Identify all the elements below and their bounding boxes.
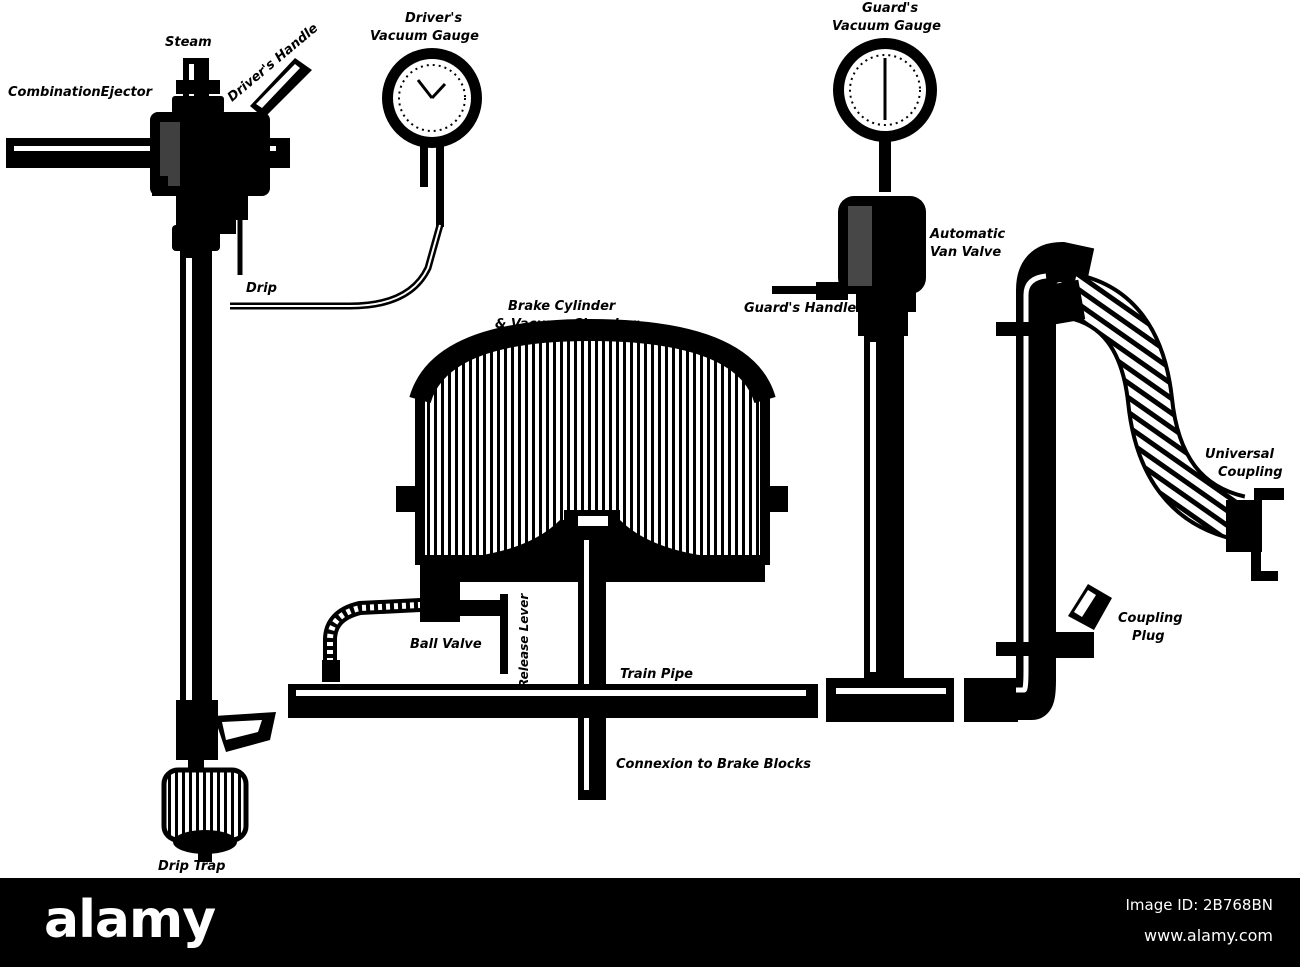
ball-valve [322, 582, 504, 682]
label-drivers-gauge-line1: Driver's [405, 11, 462, 26]
bent-pipe [996, 241, 1095, 720]
drip-trap [161, 752, 249, 862]
label-guards-gauge-line1: Guard's [862, 1, 918, 16]
van-valve-pipe [858, 308, 908, 684]
label-automatic-line1: Automatic [929, 227, 1005, 242]
label-universal-line1: Universal [1205, 447, 1274, 462]
label-brake-cylinder-line2: & Vacuum Chamber [495, 317, 640, 332]
guards-handle [772, 282, 864, 300]
label-guards-gauge-line2: Vacuum Gauge [832, 19, 941, 34]
image-id-text: Image ID: 2B768BN [1125, 896, 1273, 914]
brake-rod [578, 530, 606, 800]
train-pipe [288, 678, 1018, 722]
label-drip: Drip [246, 281, 277, 296]
drivers-vacuum-gauge [382, 48, 482, 227]
release-lever [500, 594, 508, 674]
coupling-plug [1068, 584, 1112, 630]
label-steam: Steam [165, 35, 212, 50]
alamy-logo: alamy [44, 890, 216, 950]
label-universal-line2: Coupling [1218, 465, 1283, 480]
label-drivers-gauge-line2: Vacuum Gauge [370, 29, 479, 44]
label-release-lever: Release Lever [517, 593, 531, 688]
label-ball-valve: Ball Valve [410, 637, 482, 652]
drivers-handle [250, 58, 312, 118]
label-coupling-plug-line1: Coupling [1118, 611, 1183, 626]
label-drip-trap: Drip Trap [158, 859, 225, 874]
combination-ejector [6, 58, 290, 275]
label-brake-cylinder-line1: Brake Cylinder [508, 299, 617, 314]
vacuum-brake-diagram: Steam Driver's Handle CombinationEjector… [6, 1, 1284, 874]
site-url-text: www.alamy.com [1144, 926, 1273, 945]
diagram-area: Steam Driver's Handle CombinationEjector… [6, 1, 1284, 874]
drip-pipe [172, 225, 276, 760]
label-connexion: Connexion to Brake Blocks [616, 757, 811, 772]
label-automatic-line2: Van Valve [930, 245, 1001, 260]
automatic-van-valve [838, 196, 926, 312]
guards-vacuum-gauge [833, 38, 937, 192]
label-train-pipe: Train Pipe [620, 667, 693, 682]
label-coupling-plug-line2: Plug [1132, 629, 1165, 644]
flexible-hose [1048, 272, 1247, 542]
label-guards-handle: Guard's Handle [744, 301, 856, 316]
label-combination-ejector: CombinationEjector [8, 85, 154, 100]
universal-coupling [1226, 488, 1284, 581]
watermark-bar: alamy Image ID: 2B768BN www.alamy.com [0, 878, 1300, 967]
